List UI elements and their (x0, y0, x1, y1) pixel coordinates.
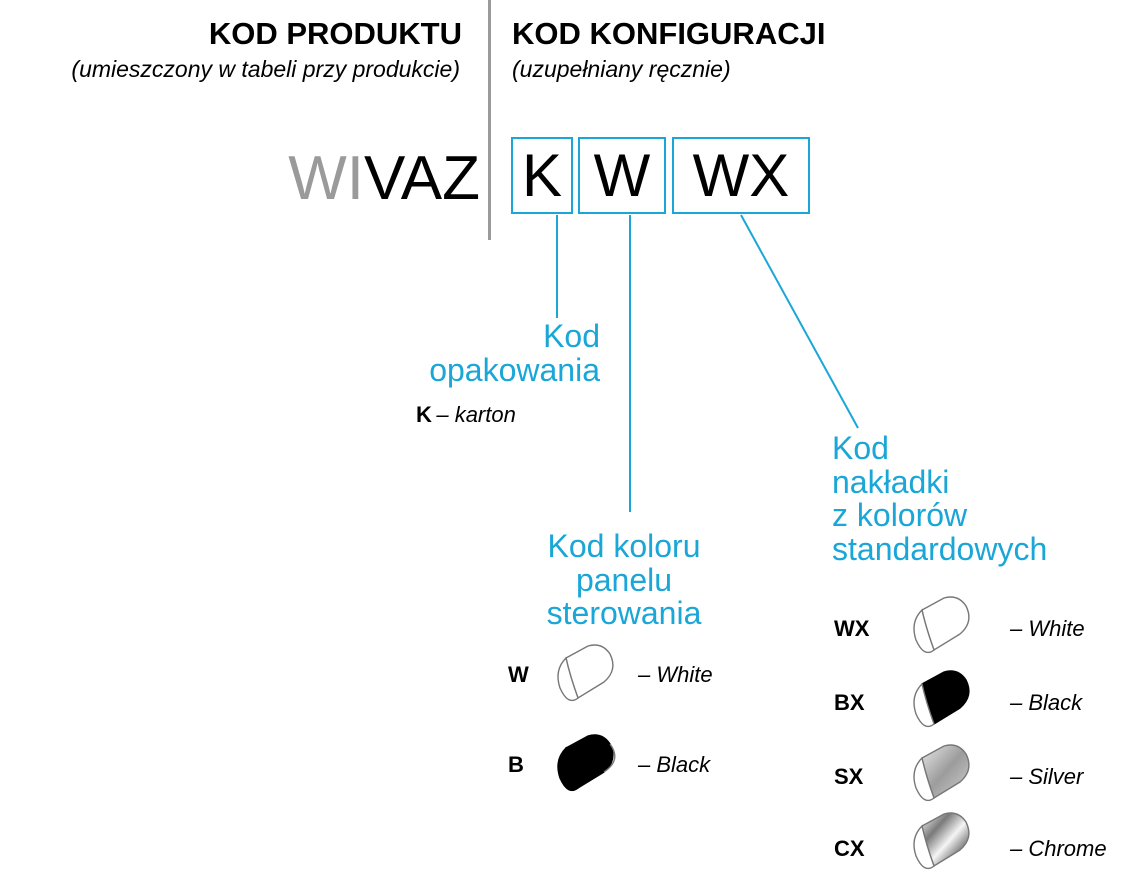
panel-option-black: B – Black (508, 730, 748, 800)
option-desc: – karton (436, 402, 516, 427)
black-swatch-icon (557, 734, 616, 792)
option-desc: – White (638, 662, 713, 687)
config-code-title: KOD KONFIGURACJI (512, 16, 826, 51)
packaging-label-line2: opakowania (429, 351, 600, 388)
white-swatch-icon (557, 644, 614, 702)
product-code-value: WIVAZ (288, 148, 480, 210)
option-code: W (508, 662, 529, 687)
product-code-prefix-grey: WI (288, 144, 365, 213)
option-desc: – Silver (1010, 764, 1084, 789)
packaging-label: Kod opakowania (429, 318, 600, 388)
option-code: BX (834, 690, 865, 715)
silver-swatch-icon (913, 744, 970, 802)
option-desc: – Black (1010, 690, 1083, 715)
cap-label-line1: Kod (832, 430, 889, 466)
option-code: WX (834, 616, 870, 641)
option-desc: – White (1010, 616, 1085, 641)
panel-color-label-line1: Kod koloru (547, 528, 701, 564)
config-code-subtitle: (uzupełniany ręcznie) (512, 56, 731, 82)
connector-cap (740, 214, 859, 429)
packaging-label-line1: Kod (543, 318, 600, 354)
option-code: K (416, 402, 432, 427)
product-code-title: KOD PRODUKTU (208, 16, 462, 51)
panel-color-label-line2: panelu (575, 561, 673, 598)
panel-color-label: Kod koloru panelu sterowania (514, 528, 734, 632)
config-box-cap: WX (672, 137, 810, 214)
chrome-swatch-icon (913, 812, 970, 870)
option-desc: – Black (638, 752, 711, 777)
black-swatch-icon (913, 670, 970, 728)
cap-option-chrome: CX – Chrome (834, 806, 1124, 880)
packaging-option: K – karton (416, 402, 516, 428)
cap-label-line3: z kolorów (832, 497, 968, 534)
cap-option-silver: SX – Silver (834, 740, 1124, 814)
option-code: CX (834, 836, 865, 861)
cap-option-black: BX – Black (834, 666, 1124, 740)
option-code: SX (834, 764, 864, 789)
white-swatch-icon (913, 596, 970, 654)
section-divider (488, 0, 491, 240)
cap-label-line2: nakładki (832, 463, 950, 500)
cap-label-line4: standardowych (832, 530, 1048, 567)
option-code: B (508, 752, 524, 777)
product-code-prefix-black: VAZ (364, 144, 480, 213)
cap-label: Kod nakładki z kolorów standardowych (832, 430, 1048, 567)
config-box-packaging: K (511, 137, 573, 214)
option-desc: – Chrome (1010, 836, 1107, 861)
panel-color-label-line3: sterowania (546, 595, 702, 632)
cap-option-white: WX – White (834, 592, 1124, 666)
product-code-subtitle: (umieszczony w tabeli przy produkcie) (71, 56, 460, 82)
panel-option-white: W – White (508, 640, 748, 710)
config-box-panel-color: W (578, 137, 666, 214)
